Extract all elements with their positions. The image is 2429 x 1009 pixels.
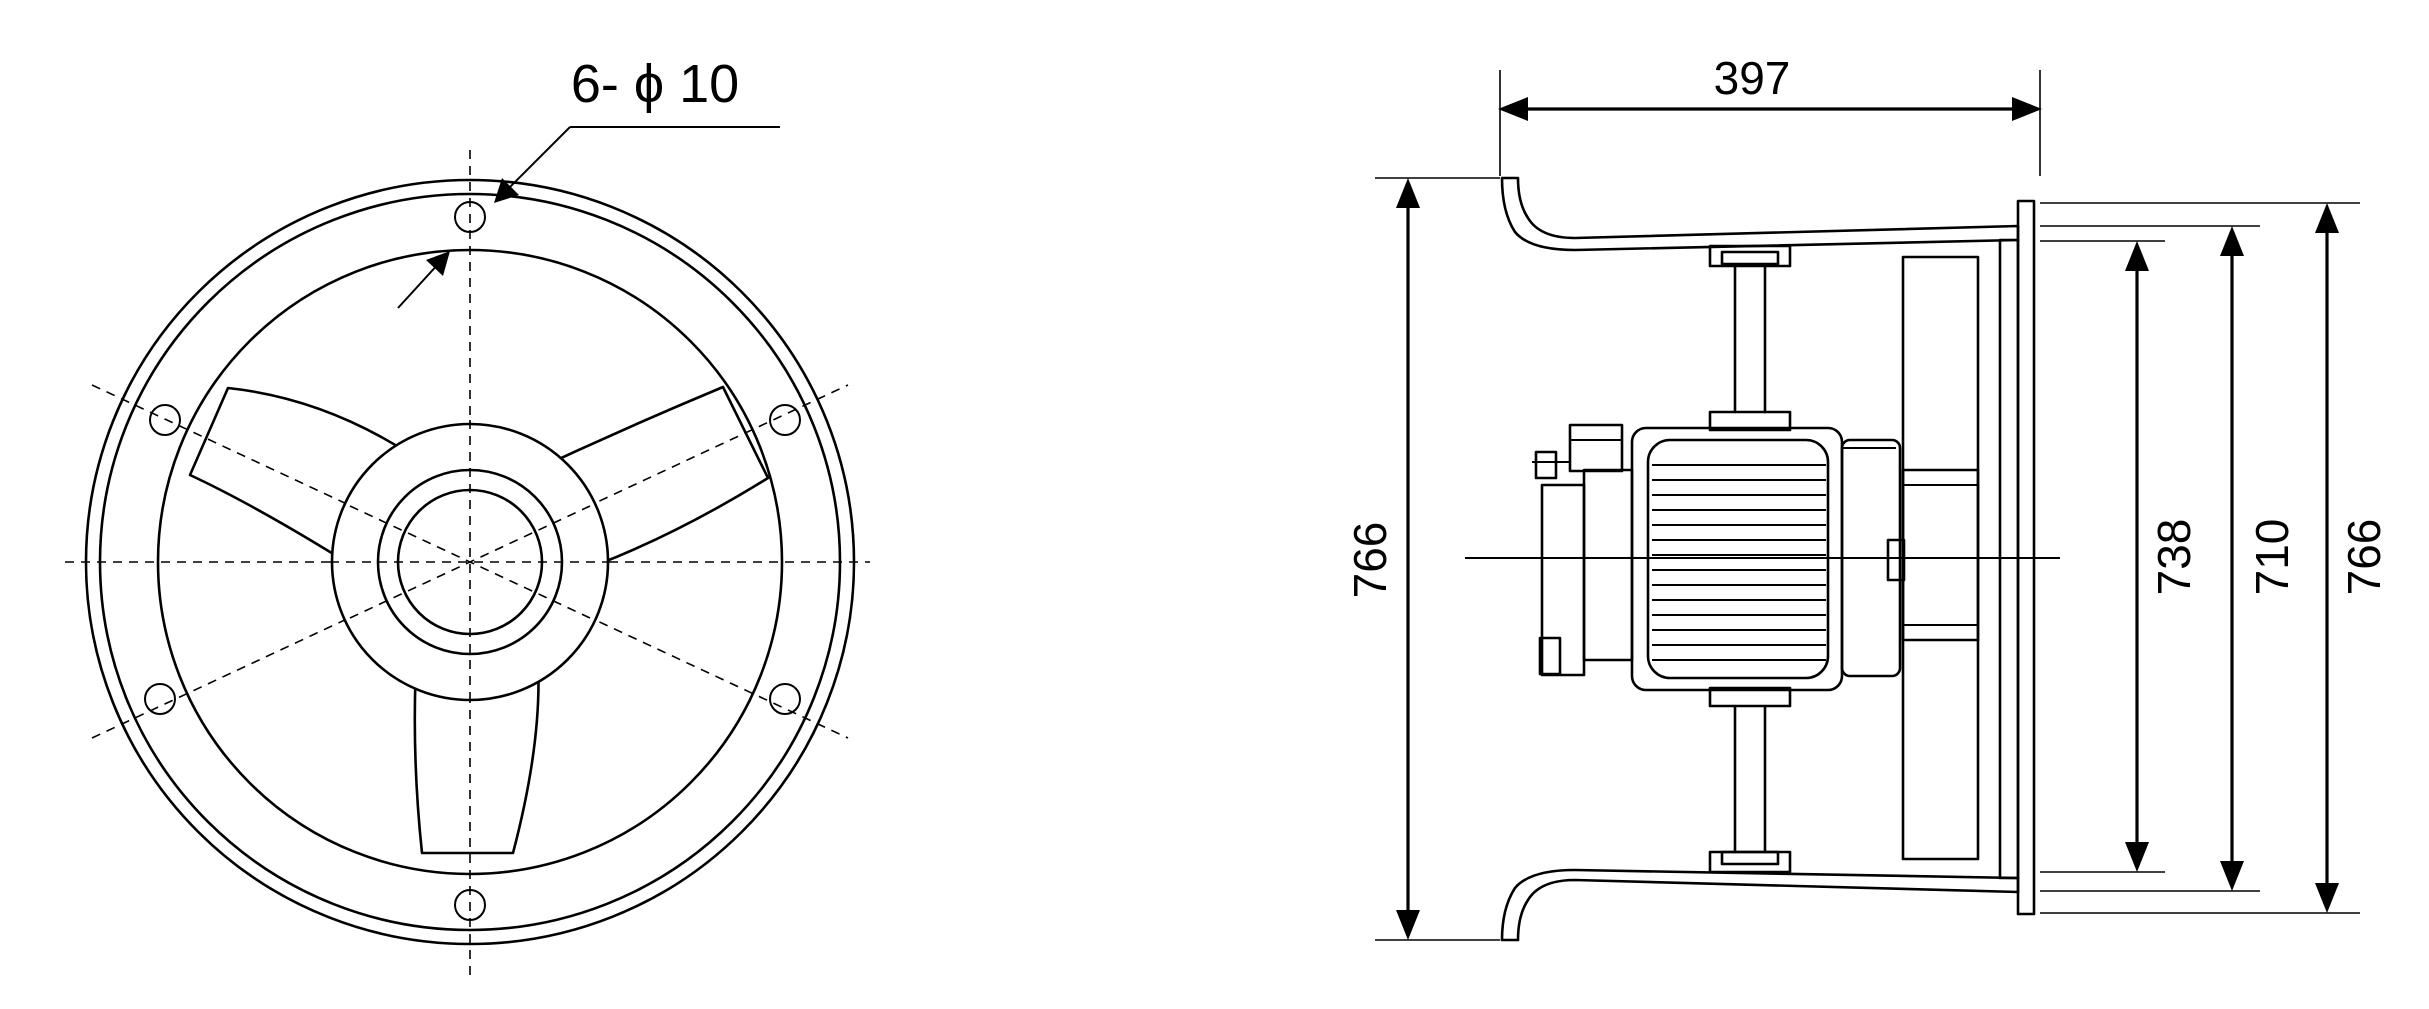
height-right-label: 766	[2338, 519, 2390, 596]
terminal-box	[1568, 423, 1624, 473]
bottom-motor-strut	[1708, 686, 1792, 874]
casing-bottom-wall	[1500, 868, 2020, 942]
bolt-hole	[454, 889, 486, 921]
extension-lines	[1375, 70, 2360, 941]
height-left-label: 766	[1344, 522, 1396, 599]
bolt-hole	[144, 683, 176, 715]
depth-dimension: 397	[1498, 52, 2042, 121]
hole-callout: 6- ϕ 10	[397, 54, 780, 309]
cooling-fins	[1652, 464, 1826, 661]
motor-shaft	[1886, 538, 1906, 582]
hole-callout-label: 6- ϕ 10	[571, 54, 739, 114]
side-view: 397 766 738 710 766	[1344, 52, 2390, 942]
hub-centerlines	[330, 420, 610, 700]
fan-blade	[516, 385, 770, 580]
bolt-holes	[144, 201, 801, 921]
front-view: 6- ϕ 10	[65, 54, 870, 975]
bolt-hole	[769, 683, 801, 715]
height-dimension-mid: 710	[2220, 226, 2298, 891]
height-dimension-inner: 738	[2125, 241, 2200, 872]
height-inner-label: 738	[2148, 519, 2200, 596]
depth-dimension-label: 397	[1714, 52, 1791, 104]
top-motor-strut	[1708, 244, 1792, 432]
bolt-hole	[454, 201, 486, 233]
motor-rear-flange	[1582, 468, 1634, 662]
impeller-hub-profile	[1901, 468, 1980, 642]
motor-rear-cover	[1540, 483, 1586, 677]
height-dimension-left: 766	[1344, 178, 1420, 940]
height-dimension-right: 766	[2315, 203, 2390, 913]
bolt-hole	[769, 404, 801, 436]
height-mid-label: 710	[2246, 519, 2298, 596]
casing-top-wall	[1500, 176, 2020, 252]
bolt-hole	[149, 404, 181, 436]
